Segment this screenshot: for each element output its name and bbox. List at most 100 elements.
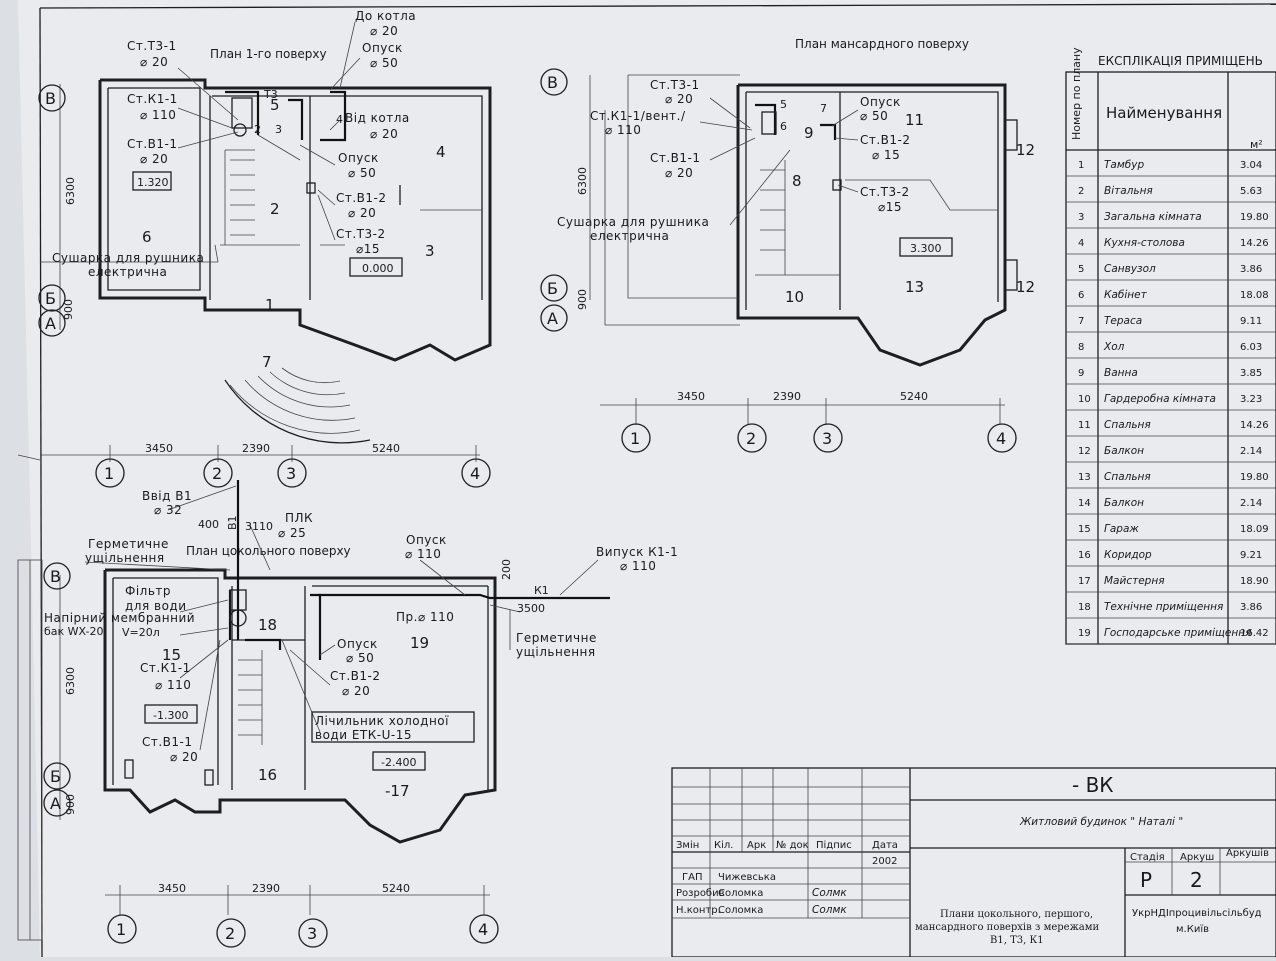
table-cell-area: 19.80: [1240, 472, 1269, 483]
staff-name-2: Соломка: [718, 888, 763, 899]
table-cell-area: 18.08: [1240, 290, 1269, 301]
bsm-label-st-b1-1: Ст.В1-1: [142, 735, 193, 749]
title-object: Житловий будинок " Наталі ": [1019, 816, 1183, 828]
table-cell-area: 2.14: [1240, 446, 1262, 457]
table-cell-name: Тераса: [1104, 315, 1142, 327]
attic-dim-2390: 2390: [773, 390, 801, 403]
table-cell-number: 19: [1078, 628, 1091, 639]
table-cell-number: 18: [1078, 602, 1091, 613]
table-cell-area: 3.85: [1240, 368, 1262, 379]
table-cell-name: Гардеробна кімната: [1104, 393, 1216, 405]
bsm-label-vypusk-d: ⌀ 110: [620, 559, 656, 573]
table-cell-area: 3.23: [1240, 394, 1262, 405]
paper: [18, 0, 1276, 957]
room-3: 3: [425, 242, 435, 260]
bsm-axis-2: 2: [225, 924, 235, 943]
bsm-room-16: 16: [258, 766, 277, 784]
label-t3: Т3: [263, 88, 278, 101]
staff-role-3: Н.контр.: [676, 905, 721, 916]
room-7: 7: [262, 353, 272, 371]
attic-axis-4: 4: [996, 429, 1006, 448]
stage-header: Стадія: [1130, 851, 1165, 863]
first-floor-title: План 1-го поверху: [210, 47, 327, 61]
label-st-t3-2: Ст.Т3-2: [336, 227, 386, 241]
bsm-label-st-k1-1: Ст.К1-1: [140, 661, 191, 675]
staff-sign-2: Солмк: [812, 887, 847, 899]
bsm-label-germ-2: ущільнення: [85, 551, 165, 565]
bsm-dim-3450: 3450: [158, 882, 186, 895]
table-cell-name: Балкон: [1104, 445, 1144, 457]
attic-dim-3450: 3450: [677, 390, 705, 403]
attic-label-st-t3-1-d: ⌀ 20: [665, 92, 693, 106]
table-cell-name: Кухня-столова: [1104, 237, 1185, 249]
org-line-2: м.Київ: [1176, 924, 1209, 935]
axis-v: В: [45, 89, 56, 108]
bsm-label-vvid-d: ⌀ 32: [154, 503, 182, 517]
table-cell-area: 2.14: [1240, 498, 1262, 509]
attic-level-3300: 3.300: [910, 242, 942, 255]
attic-room-7: 7: [820, 102, 827, 115]
attic-room-13: 13: [905, 278, 924, 296]
attic-floor-plan: План мансардного поверху Ст.Т3-1 ⌀ 20 Ст…: [540, 37, 1035, 453]
table-cell-name: Коридор: [1104, 549, 1152, 561]
table-cell-number: 11: [1078, 420, 1091, 431]
attic-axis-v: В: [547, 73, 558, 92]
bsm-label-st-b1-2: Ст.В1-2: [330, 669, 381, 683]
bsm-label-plk-d: ⌀ 25: [278, 526, 306, 540]
table-cell-name: Загальна кімната: [1104, 211, 1202, 223]
room-2: 2: [270, 200, 280, 218]
level-0000: 0.000: [362, 262, 394, 275]
dim-900: 900: [62, 299, 75, 320]
attic-label-sushka-2: електрична: [590, 229, 669, 243]
room-5: 5: [270, 96, 280, 114]
attic-room-11: 11: [905, 111, 924, 129]
bsm-axis-3: 3: [307, 924, 317, 943]
first-floor-plan: План 1-го поверху: [38, 9, 492, 488]
table-cell-name: Господарське приміщення: [1104, 627, 1251, 639]
attic-room-6: 6: [780, 120, 787, 133]
table-cell-number: 15: [1078, 524, 1091, 535]
label-do-kotla: До котла: [355, 9, 416, 23]
bsm-label-filtr-1: Фільтр: [125, 584, 171, 598]
bsm-dim-3500: 3500: [517, 602, 545, 615]
label-st-t3-1: Ст.Т3-1: [127, 39, 177, 53]
attic-room-10: 10: [785, 288, 804, 306]
bsm-dim-3110: 3110: [245, 520, 273, 533]
attic-room-5: 5: [780, 98, 787, 111]
hdr-pidpys: Підпис: [816, 839, 852, 851]
label-st-b1-1-d: ⌀ 20: [140, 152, 168, 166]
table-cell-name: Майстерня: [1104, 575, 1165, 587]
bsm-label-bak-1: Напірний мембранний: [44, 611, 195, 625]
attic-label-opusk: Опуск: [860, 95, 901, 109]
table-cell-number: 8: [1078, 342, 1084, 353]
table-cell-area: 14.26: [1240, 420, 1269, 431]
table-cell-number: 2: [1078, 186, 1084, 197]
dim-6300: 6300: [64, 177, 77, 205]
table-cell-number: 10: [1078, 394, 1091, 405]
table-cell-number: 9: [1078, 368, 1084, 379]
desc-line-1: Плани цокольного, першого,: [940, 909, 1093, 920]
room-6: 6: [142, 228, 152, 246]
bsm-room-19: 19: [410, 634, 429, 652]
dim-5240: 5240: [372, 442, 400, 455]
attic-axis-a: А: [547, 309, 558, 328]
axis-a: А: [45, 314, 56, 333]
dim-2390: 2390: [242, 442, 270, 455]
table-cell-name: Спальня: [1104, 471, 1151, 483]
bsm-room-17: -17: [385, 782, 410, 800]
table-cell-name: Спальня: [1104, 419, 1151, 431]
hdr-zmin: Змін: [676, 839, 699, 851]
bsm-label-pr: Пр.⌀ 110: [396, 610, 454, 624]
desc-line-2: мансардного поверхів з мережами: [915, 922, 1100, 933]
bsm-b1-label: В1: [226, 515, 239, 530]
table-cell-number: 16: [1078, 550, 1091, 561]
stage-value: Р: [1140, 868, 1152, 892]
label-opusk-mid-d: ⌀ 50: [348, 166, 376, 180]
label-opusk-top: Опуск: [362, 41, 403, 55]
bsm-label-st-b1-1-d: ⌀ 20: [170, 750, 198, 764]
label-st-b1-1: Ст.В1-1: [127, 137, 178, 151]
attic-label-st-b1-1: Ст.В1-1: [650, 151, 701, 165]
